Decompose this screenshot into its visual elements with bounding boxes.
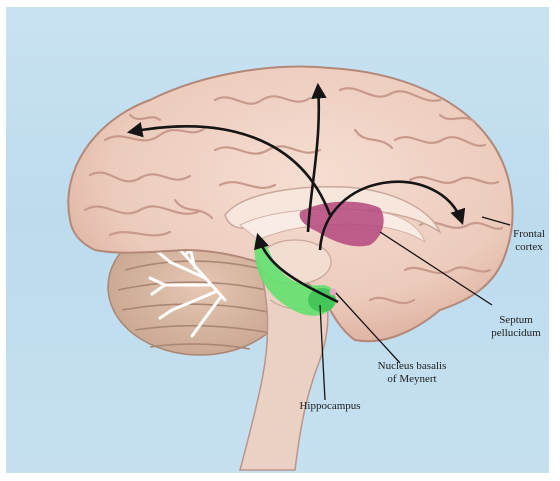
nucleus-basalis-spot <box>330 289 337 296</box>
septum-pellucidum-label: Septum pellucidum <box>478 314 554 340</box>
hippocampus-label: Hippocampus <box>292 400 368 413</box>
nucleus-basalis-label: Nucleus basalis of Meynert <box>362 360 462 386</box>
frontal-cortex-label: Frontal cortex <box>506 228 552 254</box>
